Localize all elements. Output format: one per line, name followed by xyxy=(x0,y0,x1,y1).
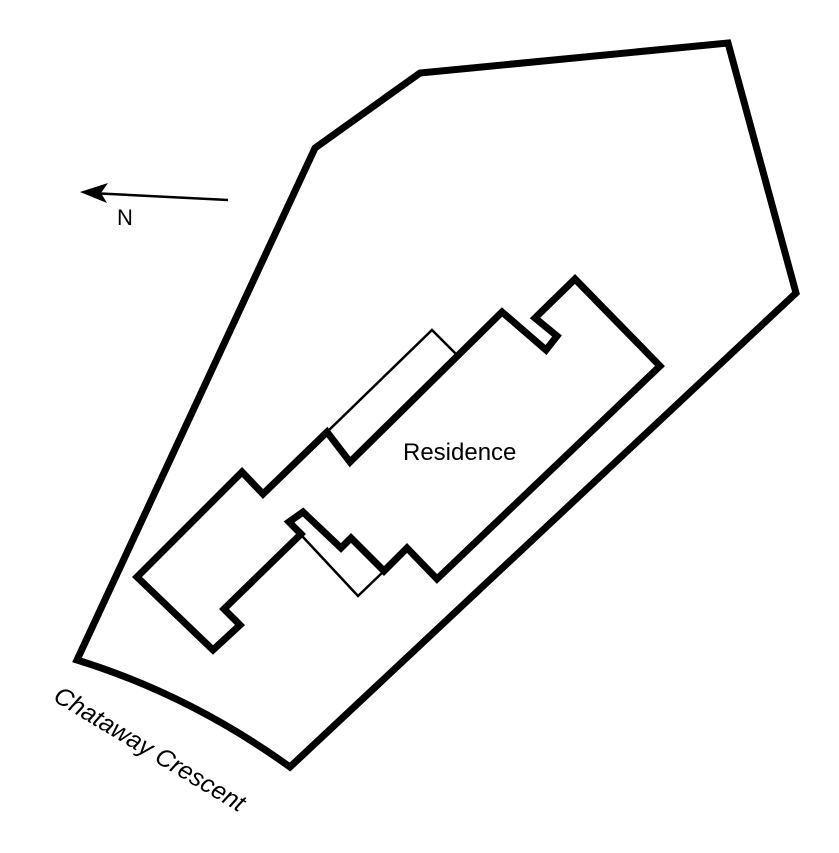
property-boundary xyxy=(72,39,800,772)
residence-annex-outline xyxy=(326,328,458,433)
residence-footprint xyxy=(131,274,665,655)
residence-label: Residence xyxy=(403,439,516,466)
north-arrow-shaft xyxy=(89,191,229,202)
entrance-annex-outline xyxy=(288,521,385,598)
north-label: N xyxy=(117,205,133,230)
north-arrow-head-icon xyxy=(80,183,108,203)
street-label: Chataway Crescent xyxy=(49,681,251,818)
north-arrow: N xyxy=(80,183,229,230)
